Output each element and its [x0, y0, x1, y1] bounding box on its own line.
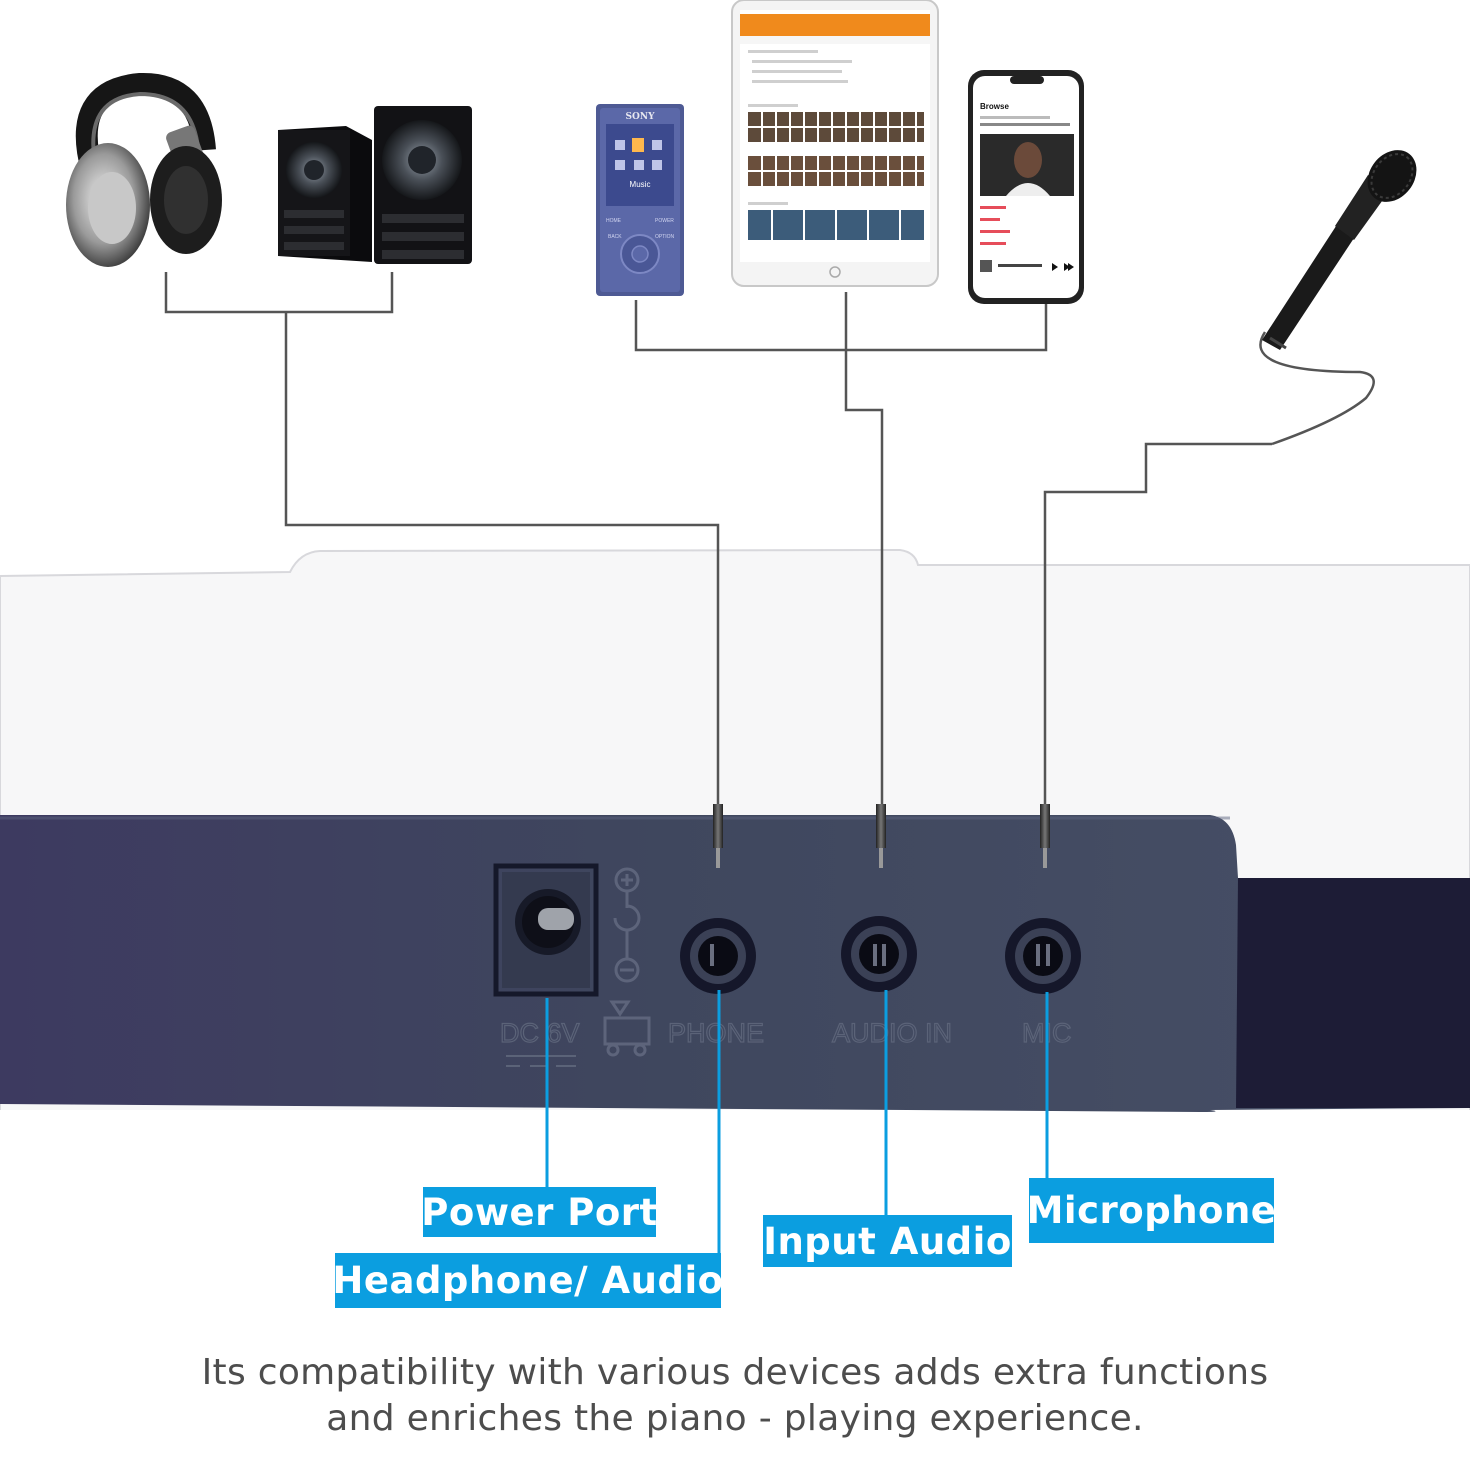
audio-plug-mic: [1040, 804, 1050, 868]
leader-lines: [545, 990, 1049, 1253]
player-screen-title: Music: [630, 180, 651, 189]
player-button-home: HOME: [606, 218, 622, 224]
caption: Its compatibility with various devices a…: [60, 1350, 1410, 1442]
audio-plug-audio-in: [876, 804, 886, 868]
rear-panel-right-block: [1236, 878, 1470, 1108]
port-label-dc: DC 6V: [500, 1018, 580, 1048]
port-label-audio-in: AUDIO IN: [832, 1018, 952, 1048]
lower-background: [0, 1110, 1470, 1470]
smartphone-icon: Browse: [968, 70, 1084, 304]
tablet-icon: [731, 0, 939, 287]
mp3-player-icon: SONY Music HOME POWER BACK OPTION: [596, 104, 684, 296]
polarity-symbol: [613, 867, 641, 983]
callout-power-port: Power Port: [421, 1187, 657, 1237]
phone-title: Browse: [980, 102, 1009, 111]
callout-microphone: Microphone: [1027, 1178, 1276, 1243]
player-button-back: BACK: [608, 234, 622, 240]
power-adapter-icon: [603, 1000, 651, 1057]
dc-power-jack[interactable]: [493, 863, 599, 997]
connection-cables: [164, 272, 1375, 806]
dc-symbol: [506, 1055, 576, 1067]
audio-plug-phone: [713, 804, 723, 868]
player-button-option: OPTION: [655, 234, 675, 240]
callout-input-audio: Input Audio: [763, 1215, 1012, 1267]
callout-headphone-audio: Headphone/ Audio: [332, 1253, 723, 1308]
player-brand: SONY: [626, 112, 656, 122]
headphones-icon: [66, 72, 222, 267]
speakers-icon: [278, 106, 472, 264]
port-label-phone: PHONE: [668, 1018, 764, 1048]
mic-jack[interactable]: [1005, 918, 1081, 994]
audio-in-jack[interactable]: [841, 916, 917, 992]
caption-line-2: and enriches the piano - playing experie…: [326, 1398, 1144, 1439]
phone-jack[interactable]: [680, 918, 756, 994]
caption-line-1: Its compatibility with various devices a…: [201, 1352, 1269, 1393]
player-button-power: POWER: [655, 218, 674, 224]
tablet-album-grid: [748, 112, 924, 240]
microphone-icon: [1262, 150, 1417, 350]
